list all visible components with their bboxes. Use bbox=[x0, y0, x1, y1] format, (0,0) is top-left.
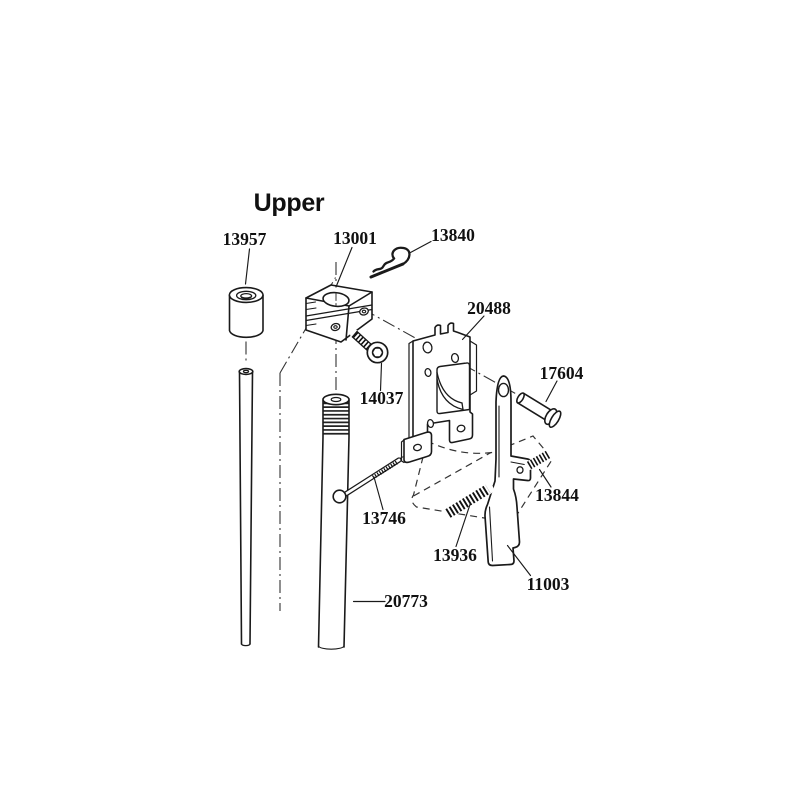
spacer-bushing bbox=[228, 286, 264, 339]
socket-head-screw bbox=[350, 329, 389, 364]
clevis-pin bbox=[516, 392, 562, 429]
threaded-rod bbox=[317, 393, 350, 650]
part-label-spacer-bushing: 13957 bbox=[223, 229, 267, 249]
leader-11003 bbox=[506, 544, 532, 577]
phantom-plate-outline bbox=[411, 435, 554, 524]
part-label-hairpin-cotter-pin: 13840 bbox=[431, 225, 475, 245]
leader-13957 bbox=[244, 248, 251, 285]
leader-17604 bbox=[545, 380, 558, 403]
part-label-small-spring: 13844 bbox=[535, 485, 579, 505]
part-label-lever-arm: 11003 bbox=[527, 574, 570, 594]
leader-13840 bbox=[409, 240, 432, 254]
mounting-bracket bbox=[400, 322, 478, 464]
hairpin-cotter-pin bbox=[369, 246, 411, 279]
link-pin bbox=[332, 457, 402, 504]
part-label-clevis-pin: 17604 bbox=[540, 363, 584, 383]
push-rod bbox=[238, 367, 254, 647]
main-diagonal-axis bbox=[362, 308, 548, 412]
diagram-title: Upper bbox=[254, 189, 325, 217]
leader-13844 bbox=[538, 468, 552, 488]
part-label-socket-head-screw: 14037 bbox=[360, 388, 404, 408]
leader-13936 bbox=[455, 502, 472, 548]
leader-20488 bbox=[461, 315, 485, 341]
leader-lines bbox=[244, 240, 558, 603]
leader-14037 bbox=[379, 362, 383, 392]
part-label-detent-spring: 13936 bbox=[433, 545, 477, 565]
leader-13001 bbox=[335, 246, 353, 288]
clamp-block bbox=[305, 284, 373, 343]
leader-13746 bbox=[373, 476, 384, 511]
phantom-plate-edge bbox=[411, 435, 554, 524]
detent-spring bbox=[442, 483, 494, 519]
part-label-link-pin: 13746 bbox=[362, 508, 406, 528]
phantom-plate-fold bbox=[413, 451, 492, 497]
part-label-mounting-bracket: 20488 bbox=[467, 298, 511, 318]
lever-arm bbox=[484, 375, 532, 567]
part-label-threaded-rod: 20773 bbox=[384, 591, 428, 611]
labels: Upper 13957 13001 13840 20488 17604 1403… bbox=[223, 189, 584, 611]
part-label-clamp-block: 13001 bbox=[333, 228, 377, 248]
small-spring bbox=[524, 450, 553, 470]
